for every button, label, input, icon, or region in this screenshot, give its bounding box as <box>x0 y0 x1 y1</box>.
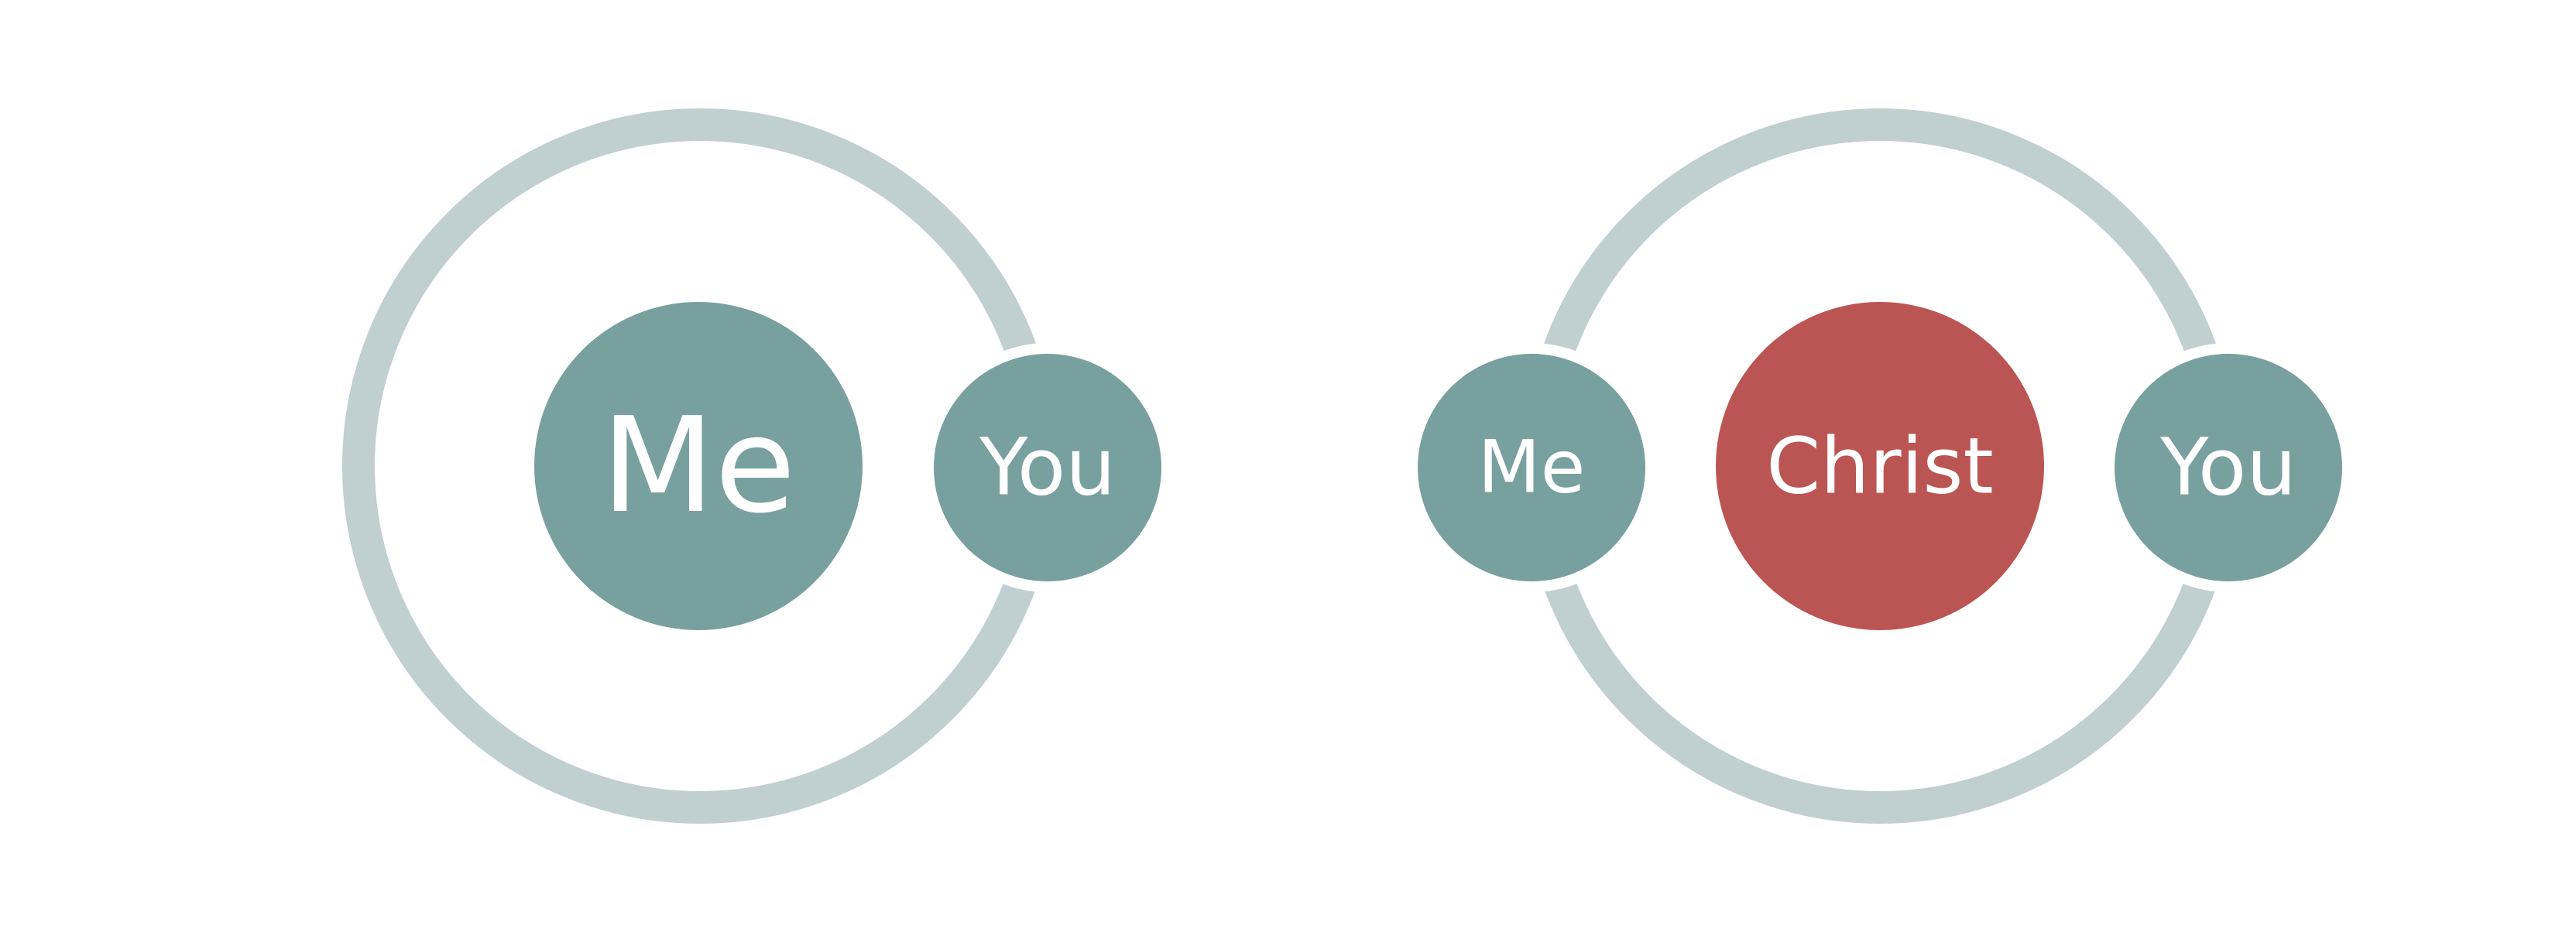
right-diagram: Christ Me You <box>1407 108 2353 824</box>
right-christ-node <box>1716 302 2044 630</box>
right-me-node <box>1418 354 1645 581</box>
left-me-node <box>534 302 863 630</box>
left-me-label: Me <box>601 389 795 543</box>
right-me-label: Me <box>1478 426 1586 510</box>
right-christ-label: Christ <box>1766 421 1993 512</box>
left-you-node <box>934 354 1161 581</box>
left-you-label: You <box>979 422 1116 514</box>
right-you-node <box>2115 354 2342 581</box>
right-you-label: You <box>2159 422 2296 514</box>
left-diagram: Me You <box>342 108 1172 824</box>
